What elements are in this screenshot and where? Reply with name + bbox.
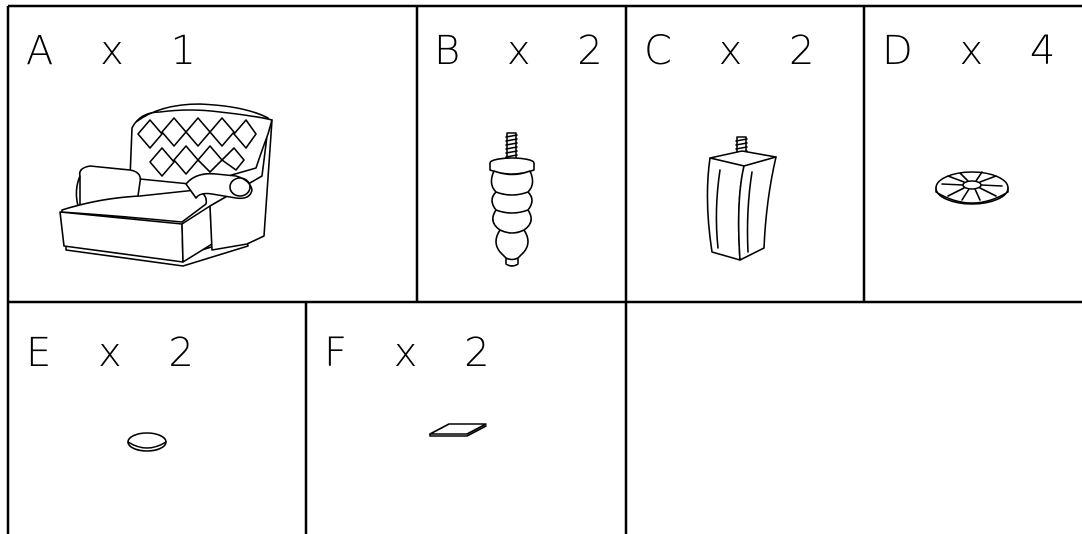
part-cell-f: F x 2 [324, 330, 507, 436]
armchair-icon [60, 104, 272, 266]
part-cell-b: B x 2 [434, 28, 620, 266]
part-f-label: F x 2 [324, 330, 507, 376]
part-e-label: E x 2 [26, 330, 211, 376]
part-b-label: B x 2 [434, 28, 620, 74]
turned-leg-icon [490, 133, 534, 266]
grid-lines [8, 6, 1082, 534]
part-a-label: A x 1 [26, 28, 213, 74]
round-glide-icon [128, 433, 166, 451]
leg-plate-icon [936, 172, 1008, 204]
tapered-leg-icon [707, 137, 776, 260]
part-cell-c: C x 2 [644, 28, 831, 260]
part-cell-e: E x 2 [26, 330, 211, 451]
part-cell-d: D x 4 [882, 28, 1072, 204]
flat-pad-icon [430, 424, 486, 436]
part-cell-a: A x 1 [26, 28, 272, 266]
part-d-label: D x 4 [882, 28, 1072, 74]
part-c-label: C x 2 [644, 28, 831, 74]
